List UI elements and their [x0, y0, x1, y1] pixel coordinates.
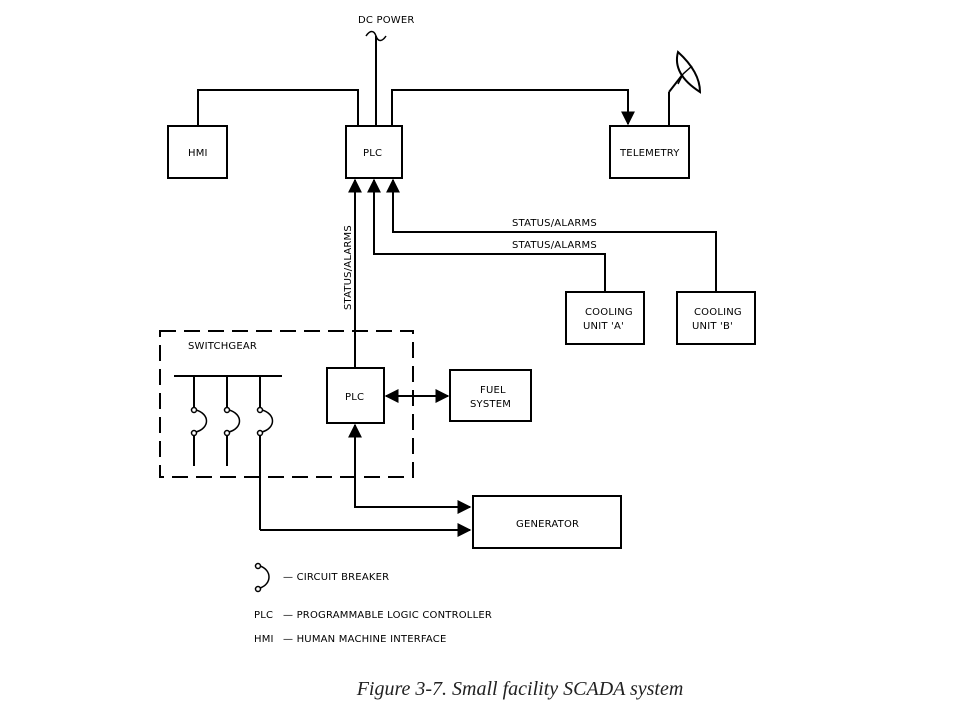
- breaker-2-icon: [223, 376, 241, 466]
- legend-hmi-desc: — HUMAN MACHINE INTERFACE: [283, 634, 446, 645]
- fuel-line1: FUEL: [480, 385, 506, 396]
- cooling-unit-b-box: [676, 291, 756, 345]
- legend-plc-abbr: PLC: [254, 610, 273, 621]
- cooling-b-status-line: [386, 178, 717, 292]
- local-plc-label: PLC: [345, 392, 364, 403]
- local-plc-box: [326, 367, 385, 424]
- main-plc-box: [345, 125, 403, 179]
- legend-plc-desc: — PROGRAMMABLE LOGIC CONTROLLER: [283, 610, 492, 621]
- telemetry-label: TELEMETRY: [619, 148, 680, 159]
- telemetry-box: [609, 125, 690, 179]
- cooling-unit-a-box: [565, 291, 645, 345]
- plc-generator-link: [348, 423, 472, 514]
- cooling-a-line1: COOLING: [585, 307, 633, 318]
- satellite-dish-icon: [668, 50, 702, 126]
- status-alarms-mid-label: STATUS/ALARMS: [512, 240, 597, 251]
- legend-hmi-abbr: HMI: [254, 634, 274, 645]
- main-plc-label: PLC: [363, 148, 382, 159]
- generator-label: GENERATOR: [516, 519, 579, 530]
- hmi-plc-link: [197, 89, 359, 126]
- cooling-b-line1: COOLING: [694, 307, 742, 318]
- dc-power-label: DC POWER: [358, 15, 415, 26]
- cooling-a-status-line: [367, 178, 606, 292]
- figure-caption: Figure 3-7. Small facility SCADA system: [356, 678, 684, 700]
- status-alarms-top-label: STATUS/ALARMS: [512, 218, 597, 229]
- status-alarms-vertical-label: STATUS/ALARMS: [343, 225, 354, 310]
- breaker-1-icon: [190, 376, 208, 466]
- generator-box: [472, 495, 622, 549]
- plc-telemetry-link: [391, 89, 635, 126]
- fuel-system-box: [449, 369, 532, 422]
- switchgear-label: SWITCHGEAR: [188, 341, 257, 352]
- hmi-label: HMI: [188, 148, 208, 159]
- cooling-a-line2: UNIT 'A': [583, 321, 624, 332]
- breaker-3-icon: [256, 376, 274, 530]
- hmi-box: [167, 125, 228, 179]
- cooling-b-line2: UNIT 'B': [692, 321, 733, 332]
- legend-circuit-breaker: — CIRCUIT BREAKER: [283, 572, 389, 583]
- switchgear-enclosure: [159, 330, 414, 478]
- fuel-line2: SYSTEM: [470, 399, 511, 410]
- legend-breaker-icon: [254, 562, 270, 593]
